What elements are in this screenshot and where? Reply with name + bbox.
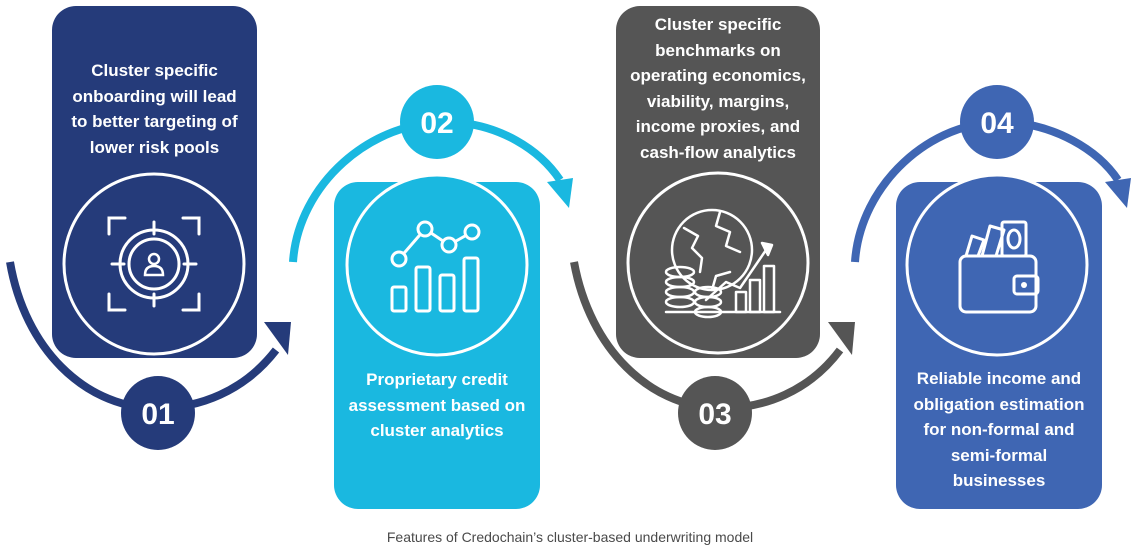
wallet-money-icon (958, 220, 1040, 314)
step-01: 01 (6, 6, 291, 450)
step-03-number-badge (678, 376, 752, 450)
step-04-icon-ring (905, 173, 1089, 357)
step-04-number: 04 (980, 107, 1014, 140)
step-02-number: 02 (420, 107, 453, 140)
step-03-number: 03 (698, 398, 731, 431)
step-02: 02 (289, 85, 573, 509)
step-03-icon-ring (626, 171, 810, 355)
step-02-description: Proprietary credit assessment based on c… (348, 370, 526, 440)
step-04-number-badge (960, 85, 1034, 159)
step-02-number-badge (400, 85, 474, 159)
step-03-description: Cluster specific benchmarks on operating… (630, 15, 806, 162)
step-03-arrowhead (828, 322, 855, 355)
globe-coins-growth-icon (664, 208, 782, 319)
step-02-arrowhead (547, 178, 573, 208)
target-person-icon (107, 216, 201, 312)
step-01-description: Cluster specific onboarding will lead to… (71, 61, 238, 157)
line-bar-chart-icon (390, 220, 481, 313)
step-04-description: Reliable income and obligation estimatio… (913, 369, 1085, 490)
step-03: 03 (570, 6, 855, 450)
step-04-arrowhead (1105, 178, 1131, 208)
step-04: 04 (851, 85, 1131, 509)
step-01-arrowhead (264, 322, 291, 355)
step-02-icon-ring (345, 173, 529, 357)
figure-caption: Features of Credochain’s cluster-based u… (386, 529, 754, 545)
step-01-number: 01 (141, 398, 174, 431)
step-01-number-badge (121, 376, 195, 450)
